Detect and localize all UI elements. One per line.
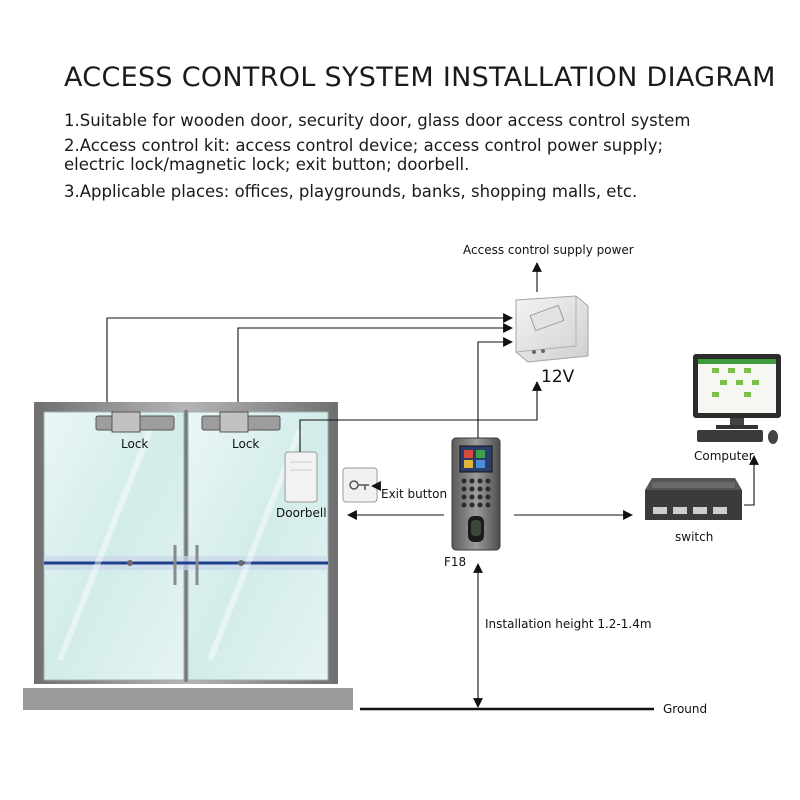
- doorbell-label: Doorbell: [276, 506, 327, 520]
- install-height-label: Installation height 1.2-1.4m: [485, 617, 652, 631]
- lock-right-label: Lock: [232, 437, 260, 451]
- lock-left-label: Lock: [121, 437, 149, 451]
- supply-power-label: Access control supply power: [463, 243, 634, 257]
- lock-right-icon: [201, 411, 281, 433]
- floor-base: [23, 688, 353, 710]
- description-line-2: 2.Access control kit: access control dev…: [64, 136, 664, 155]
- switch-label: switch: [675, 530, 714, 544]
- exit-button-icon: [342, 467, 378, 503]
- wiring-lines: [106, 262, 759, 708]
- glass-double-door: [34, 402, 338, 684]
- computer-label: Computer: [694, 449, 754, 463]
- description-line-3: electric lock/magnetic lock; exit button…: [64, 155, 470, 174]
- device-label: F18: [444, 555, 467, 569]
- lock-left-icon: [95, 411, 175, 433]
- page-title: ACCESS CONTROL SYSTEM INSTALLATION DIAGR…: [64, 62, 776, 93]
- power-supply-icon: [515, 295, 589, 363]
- description-line-4: 3.Applicable places: offices, playground…: [64, 182, 638, 201]
- description-line-1: 1.Suitable for wooden door, security doo…: [64, 111, 691, 130]
- ground-label: Ground: [663, 702, 708, 716]
- network-switch-icon: [645, 478, 742, 520]
- f18-access-terminal: [451, 437, 501, 551]
- exit-button-label: Exit button: [381, 487, 448, 501]
- doorbell-icon: [284, 451, 318, 503]
- computer-icon: [693, 354, 781, 444]
- voltage-label: 12V: [541, 367, 575, 387]
